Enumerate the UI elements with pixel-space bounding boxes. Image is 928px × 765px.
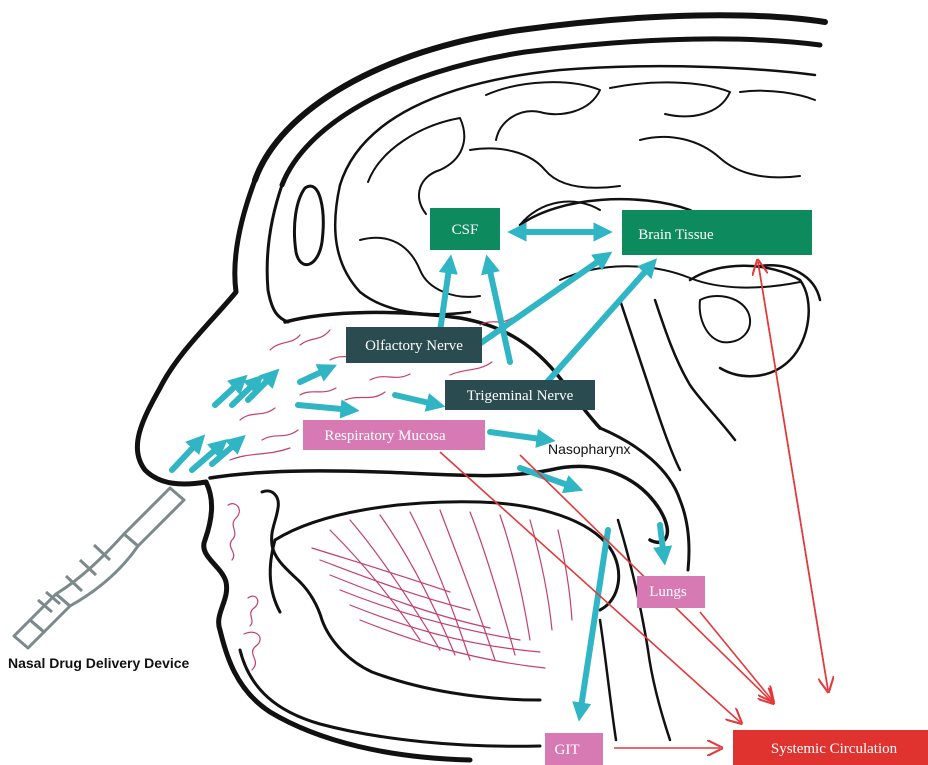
trigeminal-nerve-node: Trigeminal Nerve [445,380,595,410]
csf-node: CSF [430,208,500,250]
brain-tissue-node: Brain Tissue [622,210,812,255]
brain-tissue-label: Brain Tissue [638,227,714,243]
respiratory-mucosa-node: Respiratory Mucosa [303,420,485,450]
lungs-node: Lungs [637,576,705,608]
trigeminal-nerve-label: Trigeminal Nerve [467,388,574,404]
respiratory-mucosa-label: Respiratory Mucosa [324,428,446,444]
device-label: Nasal Drug Delivery Device [8,655,190,671]
lungs-label: Lungs [649,584,687,600]
systemic-circulation-label: Systemic Circulation [771,741,898,757]
git-label: GIT [555,742,580,758]
git-node: GIT [545,733,603,765]
tissue-detail [228,318,572,670]
olfactory-nerve-node: Olfactory Nerve [346,327,482,363]
nasal-spray-device-icon [14,488,184,648]
csf-label: CSF [452,222,479,238]
olfactory-nerve-label: Olfactory Nerve [365,338,463,354]
nasopharynx-label: Nasopharynx [548,441,631,457]
systemic-circulation-node: Systemic Circulation [733,730,928,765]
systemic-arrows [440,262,828,748]
